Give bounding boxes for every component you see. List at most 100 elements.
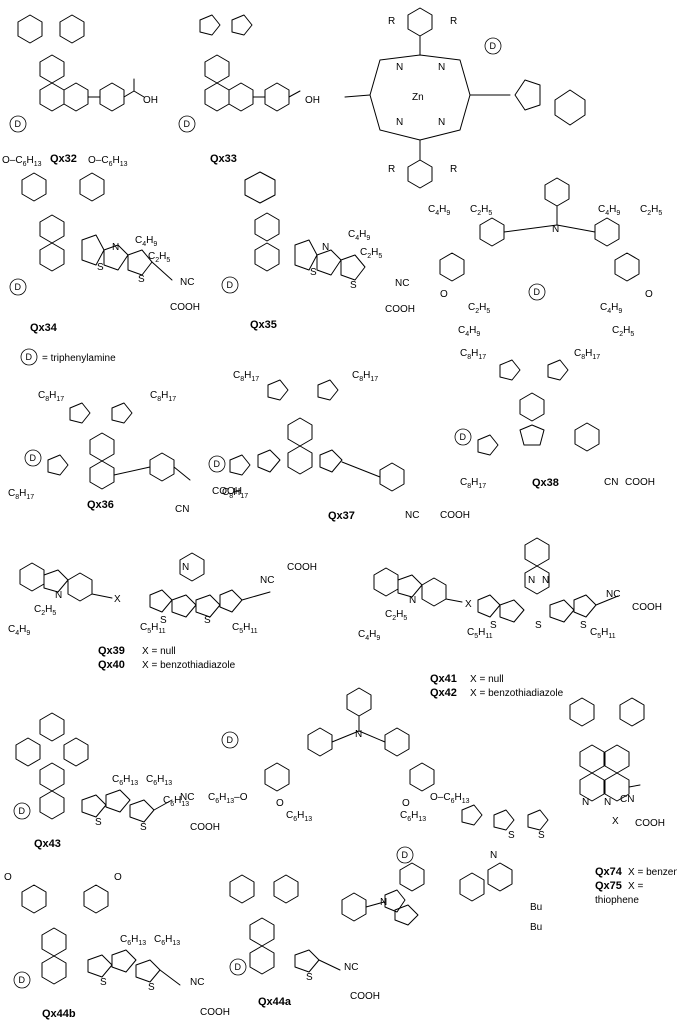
o-label: O [4, 872, 12, 883]
c8h17-label: C8H17 [150, 390, 176, 403]
d-ring [484, 37, 502, 55]
d-ring [454, 428, 472, 446]
compound-label-qx44a: Qx44a [258, 996, 292, 1008]
s-label: S [100, 977, 107, 988]
o-label: O [114, 872, 122, 883]
s-label: S [580, 620, 587, 631]
c4h9-label: C4H9 [358, 629, 380, 642]
c8h17-label: C8H17 [38, 390, 64, 403]
n-label: N [380, 897, 387, 908]
n-label: N [112, 242, 119, 253]
c6h13-label: C6H13 [286, 810, 312, 823]
c4h9-label: C4H9 [428, 204, 450, 217]
d-symbol: D [227, 735, 234, 745]
n-label: N [542, 575, 549, 586]
c2h5-label: C2H5 [470, 204, 492, 217]
d-ring [229, 958, 247, 976]
n-label: N [604, 797, 611, 808]
d-ring [24, 449, 42, 467]
nc-label: NC [260, 575, 274, 586]
c4h9-label: C4H9 [600, 302, 622, 315]
d-symbol: D [534, 287, 541, 297]
o-c6h13-label: O–C6H13 [2, 155, 42, 168]
structure-d-alkoxy-triphenylamine: N C4H9 C2H5 C4H9 C2H5 O O C2H5 C4H9 C4H9… [428, 177, 662, 338]
cn-label: CN [604, 477, 618, 488]
c5h11-label: C5H11 [467, 627, 493, 640]
compound-label-qx36: Qx36 [87, 499, 114, 511]
d-symbol: D [15, 282, 22, 292]
c6h13-o-label: C6H13–O [208, 792, 248, 805]
c4h9-label: C4H9 [458, 325, 480, 338]
structure-qx38: C8H17 C8H17 D C8H17 CN COOH Qx38 [454, 348, 655, 490]
cooh-label: COOH [190, 822, 220, 833]
d-definition-text: = triphenylamine [42, 353, 116, 364]
oh-label: OH [305, 95, 320, 106]
c4h9-label: C4H9 [8, 624, 30, 637]
n-label: N [396, 117, 403, 128]
d-symbol: D [460, 432, 467, 442]
s-label: S [97, 262, 104, 273]
n-label: N [552, 224, 559, 235]
s-label: S [140, 822, 147, 833]
d-ring [20, 348, 38, 366]
c8h17-label: C8H17 [574, 348, 600, 361]
nc-label: NC [606, 589, 620, 600]
cooh-label: COOH [385, 304, 415, 315]
structure-d-indoline: N D [341, 846, 425, 926]
nc-label: NC [180, 792, 194, 803]
compound-label-qx35: Qx35 [250, 319, 277, 331]
d-ring [9, 115, 27, 133]
s-label: S [350, 280, 357, 291]
x-definition-qx75-cont: thiophene [595, 895, 639, 906]
d-symbol: D [26, 352, 33, 362]
structure-qx44a: S NC COOH D Qx44a [229, 874, 380, 1008]
d-definition-legend: D = triphenylamine [20, 348, 116, 366]
c2h5-label: C2H5 [640, 204, 662, 217]
nc-label: NC [405, 510, 419, 521]
n-label: N [490, 850, 497, 861]
n-label: N [396, 62, 403, 73]
structure-qx36: C8H17 C8H17 D C8H17 COOH CN Qx36 [8, 390, 242, 515]
c2h5-label: C2H5 [385, 609, 407, 622]
r-label: R [450, 16, 457, 27]
c6h13-label: C6H13 [112, 774, 138, 787]
cooh-label: COOH [440, 510, 470, 521]
cooh-label: COOH [632, 602, 662, 613]
x-definition-qx39: X = null [142, 646, 176, 657]
d-ring [13, 971, 31, 989]
n-label: N [322, 242, 329, 253]
s-label: S [160, 615, 167, 626]
c2h5-label: C2H5 [360, 247, 382, 260]
d-symbol: D [15, 119, 22, 129]
d-symbol: D [30, 453, 37, 463]
o-label: O [645, 289, 653, 300]
c8h17-label: C8H17 [222, 487, 248, 500]
c2h5-label: C2H5 [468, 302, 490, 315]
d-symbol: D [227, 280, 234, 290]
cooh-label: COOH [200, 1007, 230, 1018]
c8h17-label: C8H17 [460, 477, 486, 490]
c2h5-label: C2H5 [148, 251, 170, 264]
x-definition-qx75: X = [628, 881, 643, 892]
cooh-label: COOH [350, 991, 380, 1002]
o-c6h13-label: O–C6H13 [430, 792, 470, 805]
compound-label-qx42: Qx42 [430, 687, 457, 699]
cooh-label: COOH [170, 302, 200, 313]
n-label: N [528, 575, 535, 586]
o-c6h13-label: O–C6H13 [88, 155, 128, 168]
structure-zn-porphyrin: N N Zn N N R R R R D [344, 7, 586, 189]
nc-label: NC [395, 278, 409, 289]
c4h9-label: C4H9 [348, 229, 370, 242]
s-label: S [148, 982, 155, 993]
c8h17-label: C8H17 [233, 370, 259, 383]
s-label: S [204, 615, 211, 626]
c6h13-label: C6H13 [146, 774, 172, 787]
d-ring [178, 115, 196, 133]
r-label: R [388, 164, 395, 175]
s-label: S [535, 620, 542, 631]
n-label: N [438, 117, 445, 128]
c8h17-label: C8H17 [352, 370, 378, 383]
d-symbol: D [19, 975, 26, 985]
x-definition-qx40: X = benzothiadiazole [142, 660, 236, 671]
